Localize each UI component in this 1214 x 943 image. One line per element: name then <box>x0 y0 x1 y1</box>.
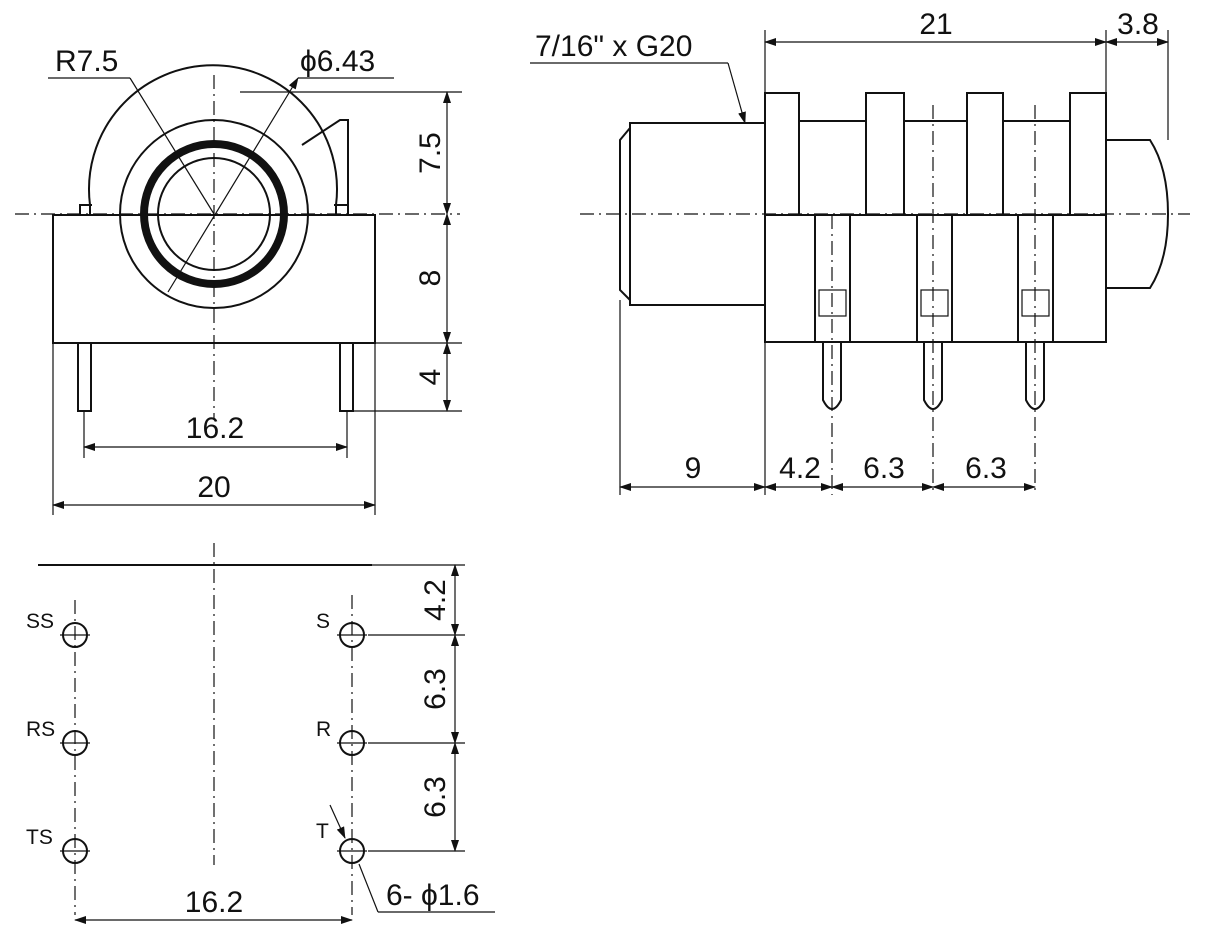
front-pin-right <box>339 342 354 412</box>
side-rear-nose <box>1106 139 1170 289</box>
dim-row-spacing-1: 6.3 <box>419 668 452 710</box>
thread-label: 7/16" x G20 <box>535 30 692 63</box>
side-flange-2 <box>865 92 905 216</box>
pin-label-ts: TS <box>26 826 53 849</box>
side-pin-3 <box>1025 342 1045 410</box>
dim-pin-offset: 4.2 <box>779 452 821 485</box>
pin-label-s: S <box>316 610 330 633</box>
side-bushing-chamfer <box>619 127 631 301</box>
dim-pin-spacing-1: 6.3 <box>863 452 905 485</box>
dim-body-length: 21 <box>919 8 952 41</box>
pin-label-t: T <box>316 820 329 843</box>
side-grip-1 <box>818 289 847 317</box>
dim-first-row: 4.2 <box>419 579 452 621</box>
side-pin-2 <box>923 342 943 410</box>
side-flange-4 <box>1069 92 1107 216</box>
dim-tail: 3.8 <box>1117 8 1159 41</box>
side-lower-body <box>764 214 1107 343</box>
side-view: 7/16" x G20 21 3.8 9 4.2 6.3 6.3 <box>530 8 1190 495</box>
dim-top-height: 7.5 <box>414 132 447 174</box>
front-foot-left <box>79 204 92 215</box>
side-grip-2 <box>920 289 949 317</box>
dim-pin-pitch: 16.2 <box>186 412 244 445</box>
bottom-view: SS RS TS S R T 4.2 6.3 6.3 16.2 6- ϕ1.6 <box>26 543 495 924</box>
dim-mid-height: 8 <box>414 270 447 287</box>
front-housing-arc <box>88 64 338 215</box>
radius-arrow <box>129 77 215 215</box>
dim-row-spacing-2: 6.3 <box>419 776 452 818</box>
hole-callout: 6- ϕ1.6 <box>386 879 480 912</box>
hole-callout-arrow-in <box>329 804 346 839</box>
front-view: R7.5 ϕ6.43 7.5 8 4 16.2 20 <box>15 45 462 515</box>
thread-arrow <box>727 62 746 124</box>
dim-bushing: 9 <box>685 452 702 485</box>
front-pin-left <box>77 342 92 412</box>
bore-arrow <box>167 77 299 293</box>
pin-label-ss: SS <box>26 610 54 633</box>
pin-label-r: R <box>316 718 331 741</box>
side-flange-3 <box>966 92 1004 216</box>
dim-pin-length: 4 <box>414 369 447 386</box>
dim-pin-spacing-2: 6.3 <box>965 452 1007 485</box>
front-bracket <box>301 119 349 215</box>
pin-label-rs: RS <box>26 718 55 741</box>
radius-label: R7.5 <box>55 45 118 78</box>
dim-bottom-pin-pitch: 16.2 <box>185 886 243 919</box>
bore-label: ϕ6.43 <box>300 45 375 78</box>
side-flange-1 <box>764 92 800 216</box>
dim-body-width: 20 <box>197 471 230 504</box>
hole-callout-leader <box>358 863 379 913</box>
